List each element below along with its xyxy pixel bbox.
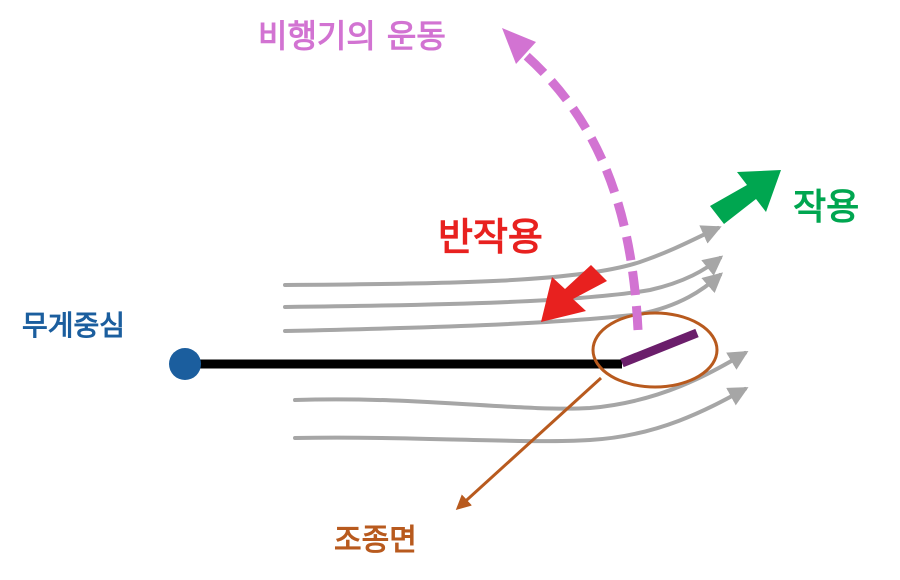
reaction-label: 반작용 <box>438 215 543 259</box>
motion-arrow <box>502 28 643 331</box>
elevator-surface <box>620 328 699 368</box>
airflow-line-2 <box>283 255 724 309</box>
action-label: 작용 <box>793 187 860 228</box>
reaction-arrow <box>541 265 607 322</box>
motion-arrow-head <box>502 28 536 64</box>
control-surface-pointer <box>455 376 603 511</box>
airflow-line-4 <box>293 350 749 411</box>
motion-label: 비행기의 운동 <box>258 17 446 55</box>
center-of-gravity-dot <box>169 348 201 380</box>
center-of-gravity-label: 무게중심 <box>22 309 126 342</box>
airflow-line-5 <box>293 387 749 444</box>
airflow-line-1 <box>283 225 722 287</box>
airflow-line-3 <box>283 272 723 333</box>
airflow-lines <box>283 225 749 444</box>
control-surface-label: 조종면 <box>334 523 417 558</box>
control-surface-highlight <box>591 311 719 389</box>
action-arrow <box>710 170 781 224</box>
